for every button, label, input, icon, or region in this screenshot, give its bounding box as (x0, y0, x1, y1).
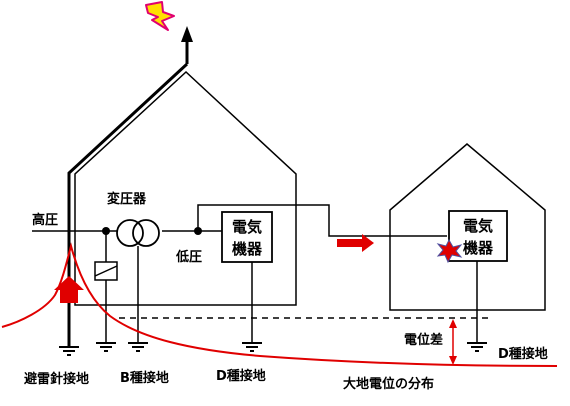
potential-difference-label: 電位差 (404, 332, 443, 348)
up-arrow-icon (54, 276, 84, 303)
left-equipment-label-1: 電気 (232, 218, 262, 236)
lightning-bolt-icon (145, 1, 175, 31)
spark-icon (436, 238, 463, 264)
right-equipment-box (448, 210, 508, 262)
right-equipment-label-2: 機器 (463, 239, 494, 257)
lightning-rod-ground-label: 避雷針接地 (24, 371, 89, 387)
d-class-ground-right-label: D種接地 (498, 346, 548, 362)
ground-symbol-icon (96, 342, 116, 352)
lightning-rod (181, 26, 193, 64)
surge-arrester-icon (94, 231, 118, 343)
left-equipment-label-2: 機器 (232, 240, 263, 258)
low-voltage-label: 低圧 (175, 249, 202, 265)
ground-symbol-icon (242, 342, 262, 352)
potential-difference-arrow (449, 319, 457, 365)
left-equipment-box (221, 211, 273, 263)
transformer-label: 変圧器 (107, 191, 147, 207)
right-house-outline (389, 143, 546, 311)
transformer-coils-icon (116, 219, 160, 247)
left-house-outline (74, 70, 297, 306)
right-equipment-label-1: 電気 (463, 217, 493, 235)
ground-symbol-icon (59, 346, 79, 356)
right-arrow-icon (337, 234, 374, 252)
ground-symbol-icon (128, 342, 148, 352)
b-class-ground-label: B種接地 (120, 370, 169, 386)
earth-potential-curve (1, 242, 558, 367)
d-class-ground-left-label: D種接地 (216, 368, 266, 384)
earth-potential-label: 大地電位の分布 (343, 376, 434, 392)
ground-symbol-icon (467, 342, 487, 352)
high-voltage-label: 高圧 (32, 212, 58, 228)
